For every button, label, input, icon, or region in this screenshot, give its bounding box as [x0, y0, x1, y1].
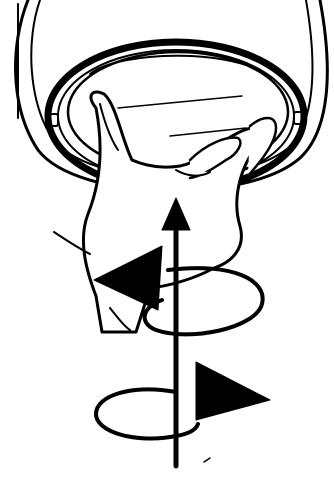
light-fixture	[16, 0, 328, 191]
fixture-outer-ring-inner-edge	[31, 0, 312, 178]
rotation-loop-lower	[96, 389, 198, 438]
right-arrowhead	[196, 362, 270, 420]
baseline-tick	[204, 458, 210, 462]
rotate-right-indicator	[96, 362, 270, 439]
glass-glare-line	[118, 96, 242, 108]
